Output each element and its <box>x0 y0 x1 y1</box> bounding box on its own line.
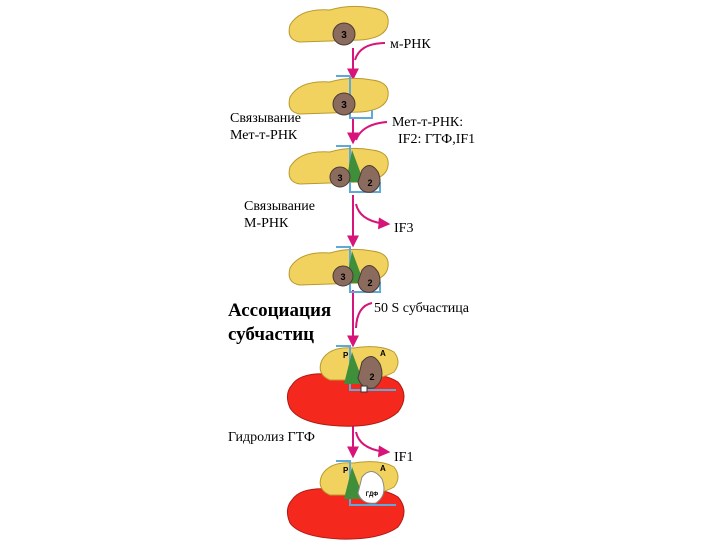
label-met-trna-factors-line2: IF2: ГТФ,IF1 <box>398 132 475 147</box>
trna <box>346 150 364 182</box>
label-binding-met-trna: Связывание Мет-т-РНК <box>230 111 304 143</box>
factor-if3 <box>332 22 356 46</box>
mrna-strand <box>336 75 373 119</box>
label-if3: IF3 <box>394 221 413 236</box>
label-binding-mrna-line1: Связывание <box>244 199 315 214</box>
a-site-mark: A <box>380 349 386 358</box>
mrna-strand <box>336 145 381 193</box>
arrow-if3-out <box>355 203 391 230</box>
a-site-mark: A <box>380 464 386 473</box>
label-binding-met-trna-line1: Связывание <box>230 111 301 126</box>
svg-text:2: 2 <box>367 178 372 188</box>
stage-4-pre-initiation: 3 2 <box>288 246 389 293</box>
arrow-mrna-in <box>354 42 386 61</box>
label-met-trna-factors: Мет-т-РНК: IF2: ГТФ,IF1 <box>392 115 475 147</box>
svg-text:3: 3 <box>341 30 347 41</box>
arrow-if1-out <box>355 431 391 458</box>
arrow-met-trna-in <box>355 121 388 141</box>
arrow-50s-in <box>355 302 373 329</box>
factor-if2-gdp <box>357 471 385 504</box>
label-association-line2: субчастиц <box>228 324 314 345</box>
factor-if3 <box>332 92 356 116</box>
factor-if2 <box>357 356 383 389</box>
stage-6-70s-post-hydrolysis: ГДФ P A <box>286 460 405 540</box>
label-gtp-hydrolysis: Гидролиз ГТФ <box>228 430 315 445</box>
factor-if3 <box>332 265 354 287</box>
label-association: Ассоциация субчастиц <box>228 300 336 345</box>
label-binding-mrna: Связывание М-РНК <box>244 199 318 231</box>
p-site-mark: P <box>343 466 349 475</box>
gdp-mark: ГДФ <box>366 492 379 498</box>
svg-text:3: 3 <box>337 173 342 183</box>
label-met-trna-factors-line1: Мет-т-РНК: <box>392 115 463 130</box>
label-50s-subunit: 50 S субчастица <box>374 301 470 316</box>
label-mrna: м-РНК <box>390 37 431 52</box>
stage-3-met-trna-bound: 3 2 <box>288 145 389 193</box>
label-binding-mrna-line2: М-РНК <box>244 216 289 231</box>
factor-if2 <box>357 165 381 193</box>
site-marker <box>360 385 368 393</box>
label-if1: IF1 <box>394 450 413 465</box>
label-binding-met-trna-line2: Мет-т-РНК <box>230 128 298 143</box>
stage-2-mrna-bound: 3 <box>288 75 389 119</box>
svg-text:2: 2 <box>367 278 372 288</box>
svg-text:3: 3 <box>341 100 347 111</box>
stage-1-small-subunit: 3 <box>288 5 389 46</box>
svg-text:2: 2 <box>369 372 374 382</box>
mrna-strand <box>336 246 381 293</box>
p-site-mark: P <box>343 351 349 360</box>
factor-if2 <box>357 265 381 293</box>
factor-if3 <box>329 166 351 188</box>
label-association-line1: Ассоциация <box>228 300 331 321</box>
stage-5-70s-complex: 2 P A <box>286 345 405 427</box>
svg-text:3: 3 <box>340 272 345 282</box>
